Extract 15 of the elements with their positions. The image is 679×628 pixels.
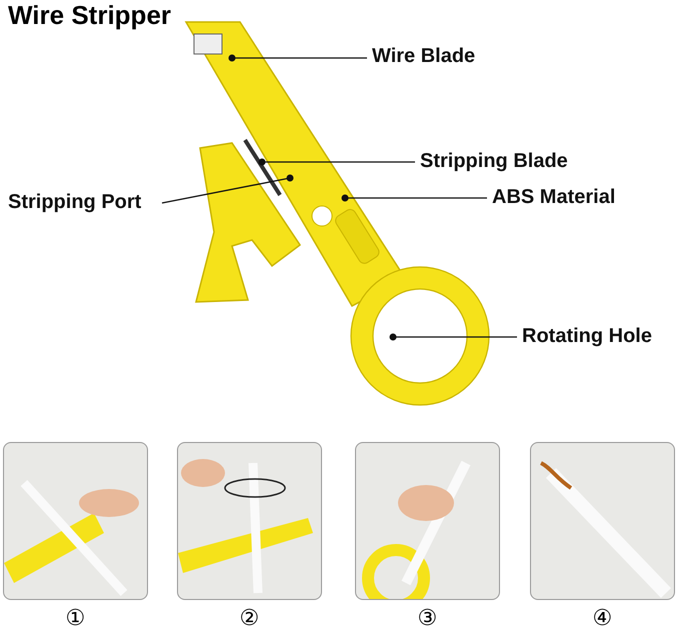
leader-line [390,334,517,340]
leader-line [162,174,294,204]
step-number: ① [64,605,86,628]
step-number: ④ [592,605,614,628]
callout-label: Stripping Port [8,191,142,214]
callout-label: Wire Blade [372,45,476,68]
title: Wire Stripper [8,0,172,31]
leader-line [228,54,367,62]
step-number: ② [238,605,260,628]
leader-line [342,194,487,202]
leader-line [258,158,415,166]
callout-label: Rotating Hole [522,325,652,348]
callout-label: ABS Material [492,186,616,209]
step-number: ③ [416,605,438,628]
callout-label: Stripping Blade [420,150,568,173]
